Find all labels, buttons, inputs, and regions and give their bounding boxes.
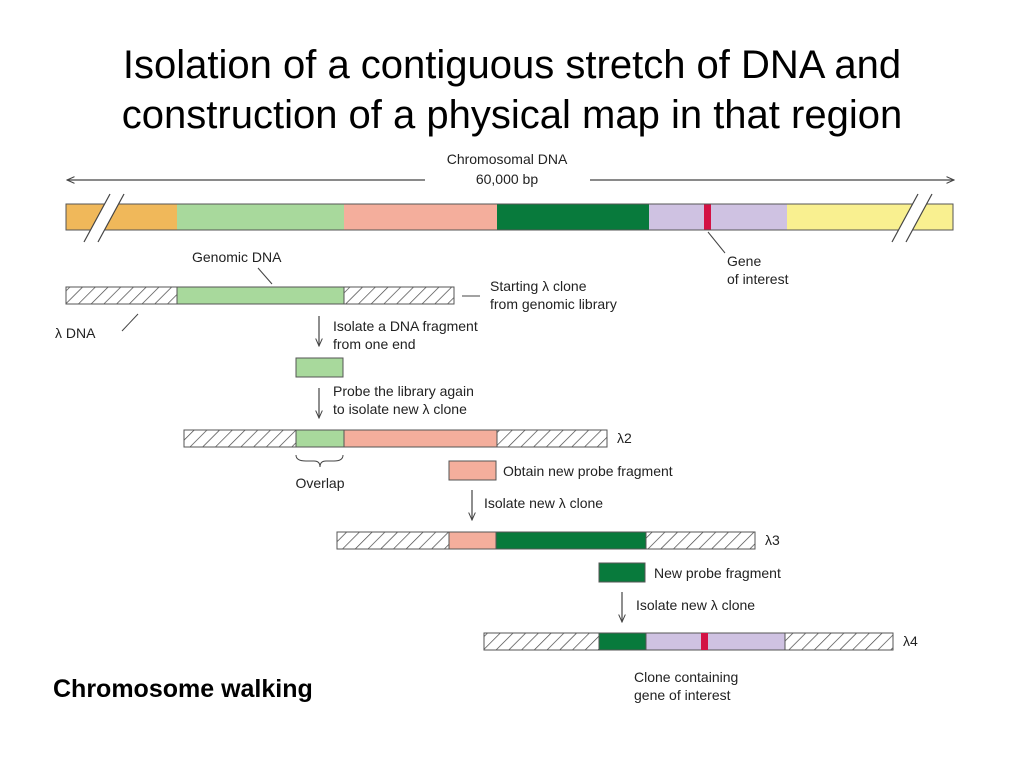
lambda4-label: λ4 bbox=[903, 633, 918, 649]
gene-of-interest-marker bbox=[704, 204, 711, 230]
lambda3-clone bbox=[336, 531, 756, 550]
chromosome-bar bbox=[65, 193, 954, 243]
segment-light-green bbox=[177, 204, 344, 230]
new-probe-label: New probe fragment bbox=[654, 565, 781, 581]
lambda2-clone bbox=[183, 429, 608, 448]
segment-yellow bbox=[787, 204, 953, 230]
obtain-probe-label: Obtain new probe fragment bbox=[503, 463, 673, 479]
title-line-2: construction of a physical map in that r… bbox=[121, 93, 903, 137]
probe-fragment-1 bbox=[295, 357, 344, 378]
isolate-new-clone-label-2: Isolate new λ clone bbox=[636, 597, 755, 613]
lambda3-label: λ3 bbox=[765, 532, 780, 548]
step1-label-2: from one end bbox=[333, 336, 416, 352]
lambda2-label: λ2 bbox=[617, 430, 632, 446]
segment-salmon bbox=[344, 204, 497, 230]
slide-title: Isolation of a contiguous stretch of DNA… bbox=[0, 40, 1024, 140]
lambda-dna-label: λ DNA bbox=[55, 325, 96, 341]
genomic-dna-pointer bbox=[257, 267, 273, 285]
step2-label-1: Probe the library again bbox=[333, 383, 474, 399]
gene-label-line-2: of interest bbox=[727, 271, 789, 287]
step2-label-2: to isolate new λ clone bbox=[333, 401, 467, 417]
break-mark-left bbox=[84, 194, 124, 242]
clone-gene-label-2: gene of interest bbox=[634, 687, 731, 703]
segment-orange bbox=[66, 204, 177, 230]
title-line-1: Isolation of a contiguous stretch of DNA… bbox=[122, 43, 902, 87]
gene-marker-lambda4 bbox=[701, 633, 708, 650]
overlap-label: Overlap bbox=[295, 475, 344, 491]
chromosome-label: Chromosomal DNA bbox=[447, 151, 568, 167]
clone-gene-label-1: Clone containing bbox=[634, 669, 738, 685]
overlap-brace bbox=[295, 454, 344, 468]
segment-dark-green bbox=[497, 204, 649, 230]
probe-fragment-2 bbox=[448, 460, 497, 481]
gene-pointer-line bbox=[707, 231, 726, 254]
starting-clone-label-2: from genomic library bbox=[490, 296, 617, 312]
step1-label-1: Isolate a DNA fragment bbox=[333, 318, 478, 334]
genomic-dna-label: Genomic DNA bbox=[192, 249, 282, 265]
starting-clone bbox=[65, 286, 455, 305]
lambda-dna-pointer bbox=[121, 313, 139, 332]
chromosome-length-label: 60,000 bp bbox=[476, 171, 538, 187]
caption: Chromosome walking bbox=[53, 675, 313, 703]
gene-label-line-1: Gene bbox=[727, 253, 761, 269]
isolate-new-clone-label-1: Isolate new λ clone bbox=[484, 495, 603, 511]
lambda4-clone bbox=[483, 632, 894, 651]
break-mark-right bbox=[892, 194, 932, 242]
probe-fragment-3 bbox=[598, 562, 646, 583]
starting-clone-label-1: Starting λ clone bbox=[490, 278, 587, 294]
segment-lavender bbox=[649, 204, 787, 230]
